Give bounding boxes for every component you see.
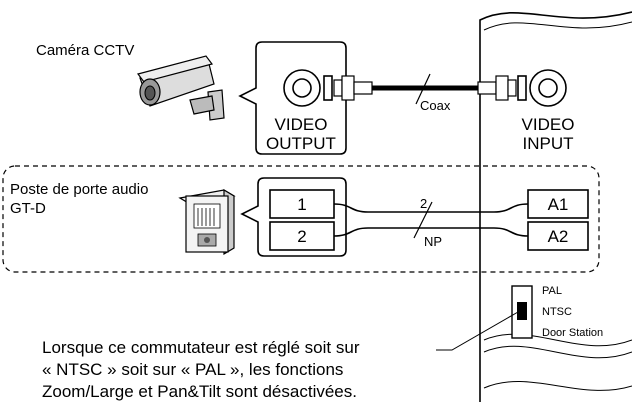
switch-option-pal: PAL: [542, 285, 562, 297]
pal-ntsc-switch[interactable]: [511, 285, 533, 339]
note-line-3: Zoom/Large et Pan&Tilt sont désactivées.: [42, 382, 357, 401]
monitor-terminal-a2-box: [527, 221, 589, 251]
door-station-label-line2: GT-D: [10, 200, 46, 217]
door-station-group-outline: [2, 165, 600, 273]
door-station-terminal-callout: [240, 177, 347, 257]
switch-option-door-station: Door Station: [542, 327, 603, 339]
door-station-icon: [178, 188, 236, 256]
video-output-label-line1: VIDEO: [275, 115, 328, 134]
note-leader-line: [436, 311, 519, 351]
video-input-jack: [517, 69, 567, 107]
np-label: NP: [424, 234, 442, 249]
video-input-label-line2: INPUT: [523, 134, 574, 153]
note-line-2: « NTSC » soit sur « PAL », les fonctions: [42, 360, 343, 379]
note-line-1: Lorsque ce commutateur est réglé soit su…: [42, 338, 360, 357]
cctv-camera-icon: [136, 55, 225, 121]
np-conductor-count: 2: [420, 196, 427, 211]
door-station-label-line1: Poste de porte audio: [10, 181, 148, 198]
monitor-terminal-a2: A2: [548, 227, 569, 246]
door-terminal-1: 1: [297, 195, 306, 214]
switch-option-ntsc: NTSC: [542, 306, 572, 318]
monitor-panel: [479, 11, 632, 402]
coax-cable: [333, 73, 517, 105]
np-cable: [333, 201, 529, 239]
monitor-terminal-a1: A1: [548, 195, 569, 214]
camera-label: Caméra CCTV: [36, 42, 134, 59]
video-output-callout: [238, 41, 347, 155]
coax-label: Coax: [420, 98, 451, 113]
monitor-terminal-a1-box: [527, 189, 589, 219]
door-terminal-2: 2: [297, 227, 306, 246]
video-input-label-line1: VIDEO: [522, 115, 575, 134]
video-output-label-line2: OUTPUT: [266, 134, 336, 153]
video-output-jack: [283, 69, 333, 107]
